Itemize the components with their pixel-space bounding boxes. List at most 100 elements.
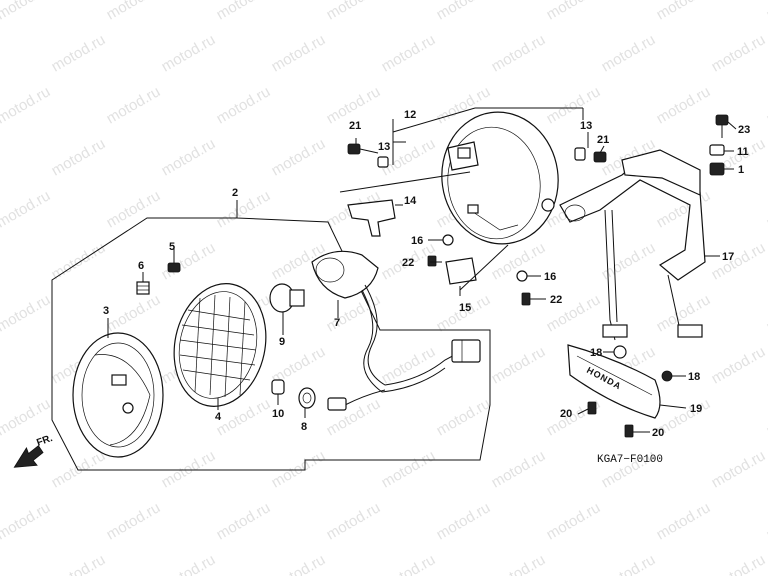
callout-12: 12 [404, 109, 416, 121]
watermark-text: motod.ru [709, 239, 768, 283]
watermark-text: motod.ru [104, 83, 164, 127]
callout-13-left: 13 [378, 141, 390, 153]
headlight-unit [173, 283, 267, 407]
watermark-text: motod.ru [0, 83, 53, 127]
fastener-13-left [377, 156, 389, 168]
watermark-text: motod.ru [434, 499, 494, 543]
diagram-code: KGA7−F0100 [597, 454, 663, 466]
callout-7: 7 [334, 317, 340, 329]
watermark-text: motod.ru [104, 291, 164, 335]
watermark-text: motod.ru [764, 83, 768, 127]
callout-20-left: 20 [560, 408, 572, 420]
callout-22-left: 22 [402, 257, 414, 269]
watermark-text: motod.ru [654, 499, 714, 543]
front-direction-arrow [13, 445, 44, 468]
watermark-text: motod.ru [764, 0, 768, 23]
watermark-text: motod.ru [49, 31, 109, 75]
fastener-21-right [593, 151, 607, 163]
watermark-text: motod.ru [0, 499, 53, 543]
callout-3: 3 [103, 305, 109, 317]
watermark-text: motod.ru [434, 0, 494, 23]
watermark-text: motod.ru [379, 551, 439, 576]
fastener-22-right [521, 292, 531, 306]
watermark-text: motod.ru [489, 447, 549, 491]
callout-18-left: 18 [590, 347, 602, 359]
fastener-13-right [574, 147, 586, 161]
headlight-bulb [269, 283, 305, 335]
watermark-text: motod.ru [0, 395, 53, 439]
watermark-text: motod.ru [544, 83, 604, 127]
leader-15 [459, 244, 509, 291]
watermark-text: motod.ru [324, 0, 384, 23]
watermark-text: motod.ru [489, 343, 549, 387]
callout-17: 17 [722, 251, 734, 263]
fastener-18-left [613, 345, 627, 359]
watermark-text: motod.ru [764, 395, 768, 439]
spring-6 [136, 281, 150, 295]
watermark-text: motod.ru [214, 499, 274, 543]
watermark-text: motod.ru [0, 291, 53, 335]
callout-14: 14 [404, 195, 417, 207]
watermark-text: motod.ru [654, 83, 714, 127]
watermark-text: motod.ru [269, 31, 329, 75]
fastener-21-left [347, 138, 379, 155]
watermark-text: motod.ru [709, 343, 768, 387]
watermark-text: motod.ru [104, 0, 164, 23]
callout-20-right: 20 [652, 427, 664, 439]
callout-21-right: 21 [597, 134, 609, 146]
watermark-text: motod.ru [709, 447, 768, 491]
watermark-text: motod.ru [544, 499, 604, 543]
watermark-text: motod.ru [434, 395, 494, 439]
callout-2: 2 [232, 187, 238, 199]
callout-15: 15 [459, 302, 471, 314]
fastener-20-left [587, 401, 597, 415]
bracket-14 [339, 171, 471, 237]
watermark-text: motod.ru [654, 0, 714, 23]
assembly-outline [51, 200, 491, 471]
watermark-text: motod.ru [49, 551, 109, 576]
watermark-text: motod.ru [269, 135, 329, 179]
watermark-text: motod.ru [104, 187, 164, 231]
watermark-text: motod.ru [214, 0, 274, 23]
watermark-text: motod.ru [379, 343, 439, 387]
callout-16-left: 16 [411, 235, 423, 247]
collar-11 [709, 144, 725, 156]
fastener-16-left [442, 234, 454, 246]
fastener-22-left [427, 255, 437, 267]
watermark-text: motod.ru [0, 187, 53, 231]
watermark-text: motod.ru [214, 83, 274, 127]
grommet [298, 387, 316, 418]
watermark-text: motod.ru [269, 447, 329, 491]
callout-22-right: 22 [550, 294, 562, 306]
fastener-20-right [624, 424, 634, 438]
callout-11: 11 [737, 146, 749, 158]
callout-23: 23 [738, 124, 750, 136]
callout-10: 10 [272, 408, 284, 420]
watermark-text: motod.ru [159, 239, 219, 283]
headlight-cover-emblem [567, 344, 661, 419]
watermark-text: motod.ru [379, 31, 439, 75]
callout-5: 5 [169, 241, 175, 253]
callout-9: 9 [279, 336, 285, 348]
callout-19: 19 [690, 403, 702, 415]
watermark-text: motod.ru [104, 499, 164, 543]
position-bulb [271, 379, 285, 405]
callout-8: 8 [301, 421, 307, 433]
callout-1: 1 [738, 164, 744, 176]
headlight-case [72, 332, 164, 458]
assembly-12-bracket [392, 107, 584, 165]
watermark-text: motod.ru [214, 187, 274, 231]
fastener-16-right [516, 270, 528, 282]
watermark-text: motod.ru [324, 499, 384, 543]
callout-21-left: 21 [349, 120, 361, 132]
callout-4: 4 [215, 411, 222, 423]
callout-6: 6 [138, 260, 144, 272]
bracket-15 [445, 257, 477, 296]
callout-13-right: 13 [580, 120, 592, 132]
screw-5 [167, 253, 181, 273]
fastener-18-right [661, 370, 673, 382]
fastener-23 [715, 114, 729, 138]
watermark-text: motod.ru [49, 135, 109, 179]
watermark-text: motod.ru [0, 0, 53, 23]
